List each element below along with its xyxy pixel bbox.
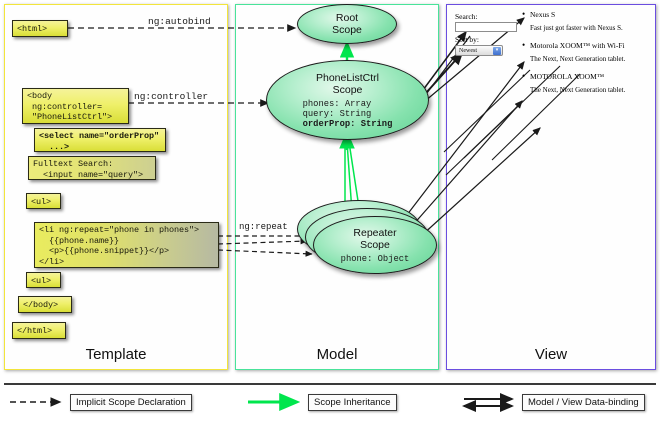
panel-view-label: View (534, 346, 568, 363)
phone-name: MOTOROLA XOOM™ (521, 71, 651, 82)
legend-item-implicit: Implicit Scope Declaration (8, 392, 192, 412)
phone-snippet: Fast just got faster with Nexus S. (530, 24, 623, 32)
legend-label-inheritance: Scope Inheritance (308, 393, 397, 411)
legend-item-inheritance: Scope Inheritance (246, 392, 397, 412)
scope-repeater-props: phone: Object (340, 253, 410, 264)
panel-template-label: Template (85, 346, 147, 363)
phone-snippet: The Next, Next Generation tablet. (530, 86, 626, 94)
legend-label-databinding: Model / View Data-binding (522, 393, 645, 411)
code-select-orderprop[interactable]: <select name="orderProp" ...> (34, 128, 166, 152)
code-li-ng-repeat[interactable]: <li ng:repeat="phone in phones"> {{phone… (34, 222, 219, 268)
code-html-close[interactable]: </html> (12, 322, 66, 339)
legend-divider (4, 383, 656, 385)
code-search-input[interactable]: Fulltext Search: <input name="query"> (28, 156, 156, 180)
search-label: Search: (455, 12, 478, 21)
panel-template: Template (4, 4, 228, 370)
list-item[interactable]: Nexus S Fast just got faster with Nexus … (521, 9, 651, 33)
list-item[interactable]: MOTOROLA XOOM™ The Next, Next Generation… (521, 71, 651, 95)
code-body-open[interactable]: <body ng:controller= "PhoneListCtrl"> (22, 88, 129, 124)
list-item[interactable]: Motorola XOOM™ with Wi-Fi The Next, Next… (521, 40, 651, 64)
double-arrow-icon (462, 393, 514, 412)
green-arrow-icon (248, 393, 301, 411)
scope-phonelistctrl-props: phones: Array query: String orderProp: S… (302, 98, 393, 129)
label-ng-repeat: ng:repeat (238, 222, 289, 232)
label-ng-autobind: ng:autobind (148, 16, 211, 27)
chevron-down-icon: ▾ (493, 47, 501, 55)
code-ul-close[interactable]: <ul> (26, 272, 61, 288)
label-ng-controller: ng:controller (133, 91, 210, 102)
legend-item-databinding: Model / View Data-binding (460, 392, 645, 412)
code-html-open[interactable]: <html> (12, 20, 68, 37)
legend-label-implicit: Implicit Scope Declaration (70, 393, 192, 411)
sort-by-value: Newest (459, 48, 477, 54)
code-ul-open[interactable]: <ul> (26, 193, 61, 209)
panel-model-label: Model (316, 346, 358, 363)
phone-list: Nexus S Fast just got faster with Nexus … (521, 9, 651, 99)
code-body-close[interactable]: </body> (18, 296, 72, 313)
sort-by-select[interactable]: Newest ▾ (455, 45, 503, 56)
panel-model: Model (235, 4, 439, 370)
search-input[interactable] (455, 22, 517, 32)
phone-name: Nexus S (521, 9, 651, 20)
phone-name: Motorola XOOM™ with Wi-Fi (521, 40, 651, 51)
dashed-arrow-icon (10, 397, 62, 407)
phone-snippet: The Next, Next Generation tablet. (530, 55, 626, 63)
